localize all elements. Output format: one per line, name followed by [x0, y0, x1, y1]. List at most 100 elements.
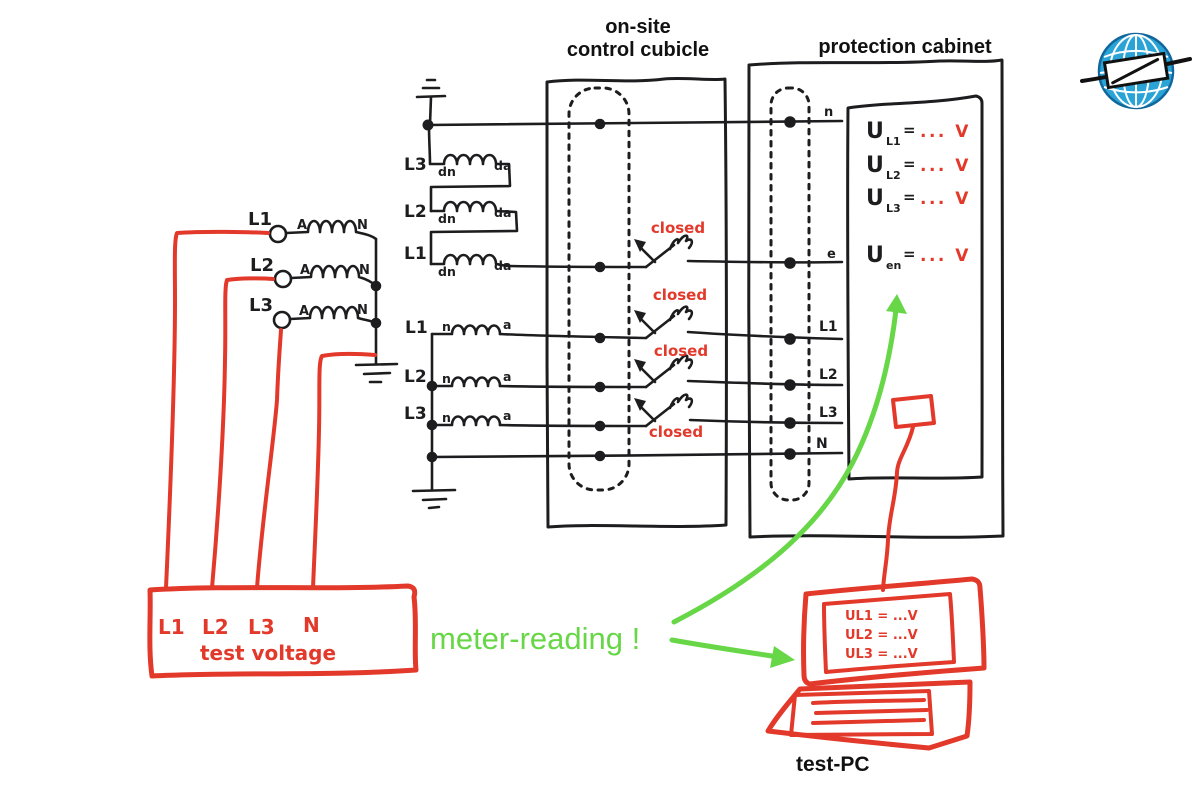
star-winding-group: L1 L2 L3 n n n a a a: [404, 317, 511, 463]
wire-e-right: [686, 259, 844, 264]
pc-screen-line-3: UL3 = ...V: [845, 647, 918, 662]
feeder-start-label-3: A: [299, 304, 309, 319]
cubicle-terminal-strip-dashed: [567, 86, 631, 492]
delta-dn-label-1: dn: [438, 164, 456, 179]
switch-l1: [634, 305, 694, 340]
star-a-label-3: a: [503, 408, 511, 423]
laptop-base: [765, 679, 973, 751]
test-voltage-box: [147, 583, 419, 679]
arrow-to-pc-head: [770, 646, 795, 668]
reading-1-equals: =: [903, 121, 916, 139]
laptop-screen-outer: [801, 576, 987, 687]
star-a-label-2: a: [503, 369, 511, 384]
wire-l1-right: [686, 330, 844, 341]
brand-logo: [1080, 32, 1192, 110]
ground-symbol-left: [354, 362, 399, 384]
cabinet-terminal-strip-dashed: [769, 86, 811, 502]
pc-screen-line-1: UL1 = ...V: [845, 609, 918, 624]
wire-group: [426, 119, 844, 459]
terminal-l2: L2: [819, 367, 838, 383]
ground-symbol-top: [415, 78, 447, 126]
laptop-key-row-2: [814, 708, 929, 715]
delta-da-label-2: da: [494, 205, 511, 220]
feeder-phase-label-l1: L1: [248, 209, 272, 230]
reading-4-subscript: en: [886, 259, 901, 272]
feeder-end-label-3: N: [357, 303, 368, 318]
source-terminal-l1: L1: [158, 615, 185, 639]
laptop-key-row-1: [811, 698, 926, 705]
delta-phase-label-l2: L2: [404, 202, 427, 222]
star-phase-label-l1: L1: [405, 318, 428, 338]
meter-display-panel: [846, 94, 984, 481]
switch-state-label-2: closed: [653, 286, 707, 304]
laptop-keys-area: [789, 689, 934, 737]
delta-da-label-3: da: [494, 258, 511, 273]
wire-l3-right: [688, 418, 844, 425]
cubicle-title-line2: control cubicle: [567, 39, 709, 61]
feeder-terminal-circle-l3: [272, 310, 292, 330]
terminal-n: n: [824, 105, 833, 120]
arrow-to-cabinet: [671, 307, 899, 625]
reading-1-value: ... V: [920, 122, 971, 142]
reading-1-symbol: U: [866, 119, 884, 144]
protection-cabinet-title: protection cabinet: [818, 36, 992, 58]
star-n-label-2: n: [442, 371, 451, 386]
reading-4-equals: =: [903, 245, 916, 263]
star-a-label-1: a: [503, 317, 511, 332]
terminal-neutral: N: [816, 436, 828, 452]
feeder-coil-group: L1 L2 L3 A A A N N N: [248, 209, 382, 366]
source-caption: test voltage: [200, 641, 336, 665]
terminal-l1: L1: [819, 319, 838, 335]
feeder-end-label-1: N: [357, 218, 368, 233]
feeder-phase-label-l3: L3: [249, 295, 273, 316]
red-wire-n: [311, 352, 377, 590]
reading-4-value: ... V: [920, 246, 971, 266]
red-wire-l3: [255, 328, 283, 590]
delta-da-label-1: da: [494, 158, 511, 173]
pc-screen-line-2: UL2 = ...V: [845, 628, 918, 643]
meter-reading-text: meter-reading !: [430, 621, 640, 656]
terminal-l3: L3: [819, 405, 838, 421]
wire-l2-right: [686, 379, 844, 387]
feeder-start-label-2: A: [300, 263, 310, 278]
wire-l3-left: [498, 423, 648, 428]
protection-cabinet-box: [747, 58, 1005, 539]
arrow-to-cabinet-head: [886, 294, 907, 314]
switch-state-label-1: closed: [651, 219, 705, 237]
laptop-screen-inner: [822, 592, 956, 674]
switch-l2: [634, 354, 694, 389]
cubicle-title-line1: on-site: [605, 16, 671, 38]
feeder-terminal-circle-l2: [273, 269, 293, 289]
delta-dn-label-3: dn: [438, 264, 456, 279]
source-terminal-n: N: [303, 613, 320, 637]
meter-readings: U L1 = ... V U L2 = ... V U L3 = ... V U…: [866, 119, 971, 272]
ground-symbol-bottom: [411, 455, 457, 510]
delta-phase-label-l3: L3: [404, 155, 427, 175]
feeder-phase-label-l2: L2: [250, 255, 274, 276]
wire-neutral: [430, 451, 844, 459]
pc-cable: [881, 425, 915, 592]
feeder-start-label-1: A: [297, 218, 307, 233]
switch-state-label-4: closed: [649, 423, 703, 441]
test-pc-group: UL1 = ...V UL2 = ...V UL3 = ...V test-PC: [765, 394, 987, 776]
delta-phase-label-l1: L1: [404, 244, 427, 264]
meter-reading-annotation: meter-reading !: [430, 294, 907, 668]
reading-3-value: ... V: [920, 189, 971, 209]
star-n-label-3: n: [442, 410, 451, 425]
reading-3-equals: =: [903, 188, 916, 206]
wire-l2-left: [498, 384, 648, 389]
star-phase-label-l2: L2: [404, 367, 427, 387]
wire-l1-left: [498, 332, 648, 340]
reading-2-value: ... V: [920, 156, 971, 176]
test-pc-label: test-PC: [796, 753, 870, 776]
test-voltage-source: L1 L2 L3 N test voltage: [147, 229, 419, 679]
switch-state-label-3: closed: [654, 342, 708, 360]
cabinet-terminal-labels: n e L1 L2 L3 N: [816, 105, 838, 452]
switch-group: closed closed closed closed: [634, 219, 708, 441]
reading-2-subscript: L2: [886, 169, 901, 182]
feeder-terminal-circle-l1: [268, 224, 288, 244]
control-cubicle-box: [545, 76, 728, 529]
switch-e: [634, 234, 694, 269]
source-terminal-l2: L2: [202, 615, 229, 639]
